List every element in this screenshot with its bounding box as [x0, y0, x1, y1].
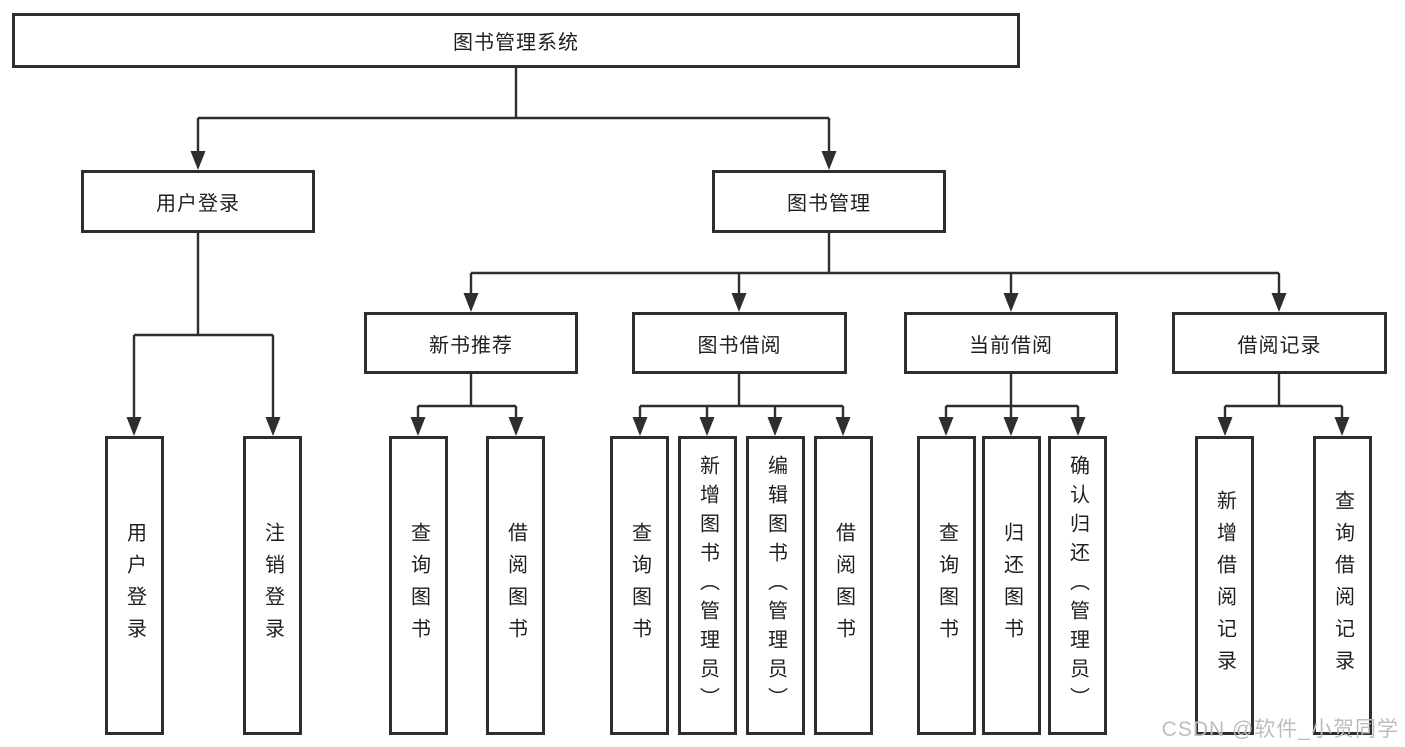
arrow-down-icon [190, 151, 206, 170]
node-root-label: 图书管理系统 [453, 32, 579, 54]
node-user-login: 用户登录 [81, 170, 315, 233]
connector-root-to-level2 [190, 68, 837, 170]
node-leaf-logout: 注销登录 [243, 436, 302, 735]
node-book-management-label: 图书管理 [787, 193, 871, 215]
node-leaf-add-book-admin-label: 新增图书（管理员） [696, 455, 719, 716]
node-leaf-query-books-recommend: 查询图书 [389, 436, 448, 735]
node-leaf-add-book-admin: 新增图书（管理员） [678, 436, 737, 735]
arrow-down-icon [1217, 417, 1233, 436]
node-book-borrow: 图书借阅 [632, 312, 847, 374]
connector-user-login-to-leaves [126, 233, 281, 436]
arrow-down-icon [410, 417, 426, 436]
node-leaf-query-borrow-record: 查询借阅记录 [1313, 436, 1372, 735]
node-leaf-add-borrow-record-label: 新增借阅记录 [1213, 489, 1236, 682]
arrow-down-icon [938, 417, 954, 436]
connector-book-borrow-to-leaves [632, 374, 851, 436]
node-book-management: 图书管理 [712, 170, 946, 233]
connector-new-book-recommend-to-leaves [410, 374, 524, 436]
node-current-borrow-label: 当前借阅 [969, 334, 1053, 357]
arrow-down-icon [835, 417, 851, 436]
node-leaf-query-books-current-label: 查询图书 [935, 521, 958, 650]
node-leaf-user-login: 用户登录 [105, 436, 164, 735]
arrow-down-icon [699, 417, 715, 436]
node-leaf-query-books-borrow-label: 查询图书 [628, 521, 651, 650]
node-leaf-user-login-label: 用户登录 [123, 521, 146, 650]
node-leaf-query-books-borrow: 查询图书 [610, 436, 669, 735]
arrow-down-icon [126, 417, 142, 436]
arrow-down-icon [265, 417, 281, 436]
node-leaf-edit-book-admin: 编辑图书（管理员） [746, 436, 805, 735]
node-new-book-recommend-label: 新书推荐 [429, 334, 513, 357]
node-leaf-query-books-recommend-label: 查询图书 [407, 521, 430, 650]
node-leaf-confirm-return-admin: 确认归还（管理员） [1048, 436, 1107, 735]
node-leaf-borrow-books: 借阅图书 [814, 436, 873, 735]
arrow-down-icon [632, 417, 648, 436]
node-leaf-borrow-books-recommend: 借阅图书 [486, 436, 545, 735]
node-leaf-logout-label: 注销登录 [261, 521, 284, 650]
node-leaf-borrow-books-label: 借阅图书 [832, 521, 855, 650]
node-user-login-label: 用户登录 [156, 193, 240, 215]
arrow-down-icon [731, 293, 747, 312]
node-current-borrow: 当前借阅 [904, 312, 1118, 374]
arrow-down-icon [1070, 417, 1086, 436]
arrow-down-icon [1271, 293, 1287, 312]
node-leaf-return-books-label: 归还图书 [1000, 521, 1023, 650]
arrow-down-icon [1003, 417, 1019, 436]
arrow-down-icon [508, 417, 524, 436]
connector-book-management-to-level3 [463, 233, 1287, 312]
arrow-down-icon [767, 417, 783, 436]
node-root: 图书管理系统 [12, 13, 1020, 68]
node-borrow-records-label: 借阅记录 [1237, 334, 1322, 357]
connector-borrow-records-to-leaves [1217, 374, 1350, 436]
node-leaf-add-borrow-record: 新增借阅记录 [1195, 436, 1254, 735]
node-new-book-recommend: 新书推荐 [364, 312, 578, 374]
connector-current-borrow-to-leaves [938, 374, 1086, 436]
node-leaf-query-borrow-record-label: 查询借阅记录 [1331, 489, 1354, 682]
arrow-down-icon [1334, 417, 1350, 436]
node-leaf-confirm-return-admin-label: 确认归还（管理员） [1066, 455, 1089, 716]
node-leaf-edit-book-admin-label: 编辑图书（管理员） [764, 455, 787, 716]
arrow-down-icon [463, 293, 479, 312]
node-leaf-query-books-current: 查询图书 [917, 436, 976, 735]
node-borrow-records: 借阅记录 [1172, 312, 1387, 374]
node-leaf-borrow-books-recommend-label: 借阅图书 [504, 521, 527, 650]
arrow-down-icon [1003, 293, 1019, 312]
arrow-down-icon [821, 151, 837, 170]
node-leaf-return-books: 归还图书 [982, 436, 1041, 735]
node-book-borrow-label: 图书借阅 [697, 334, 782, 357]
